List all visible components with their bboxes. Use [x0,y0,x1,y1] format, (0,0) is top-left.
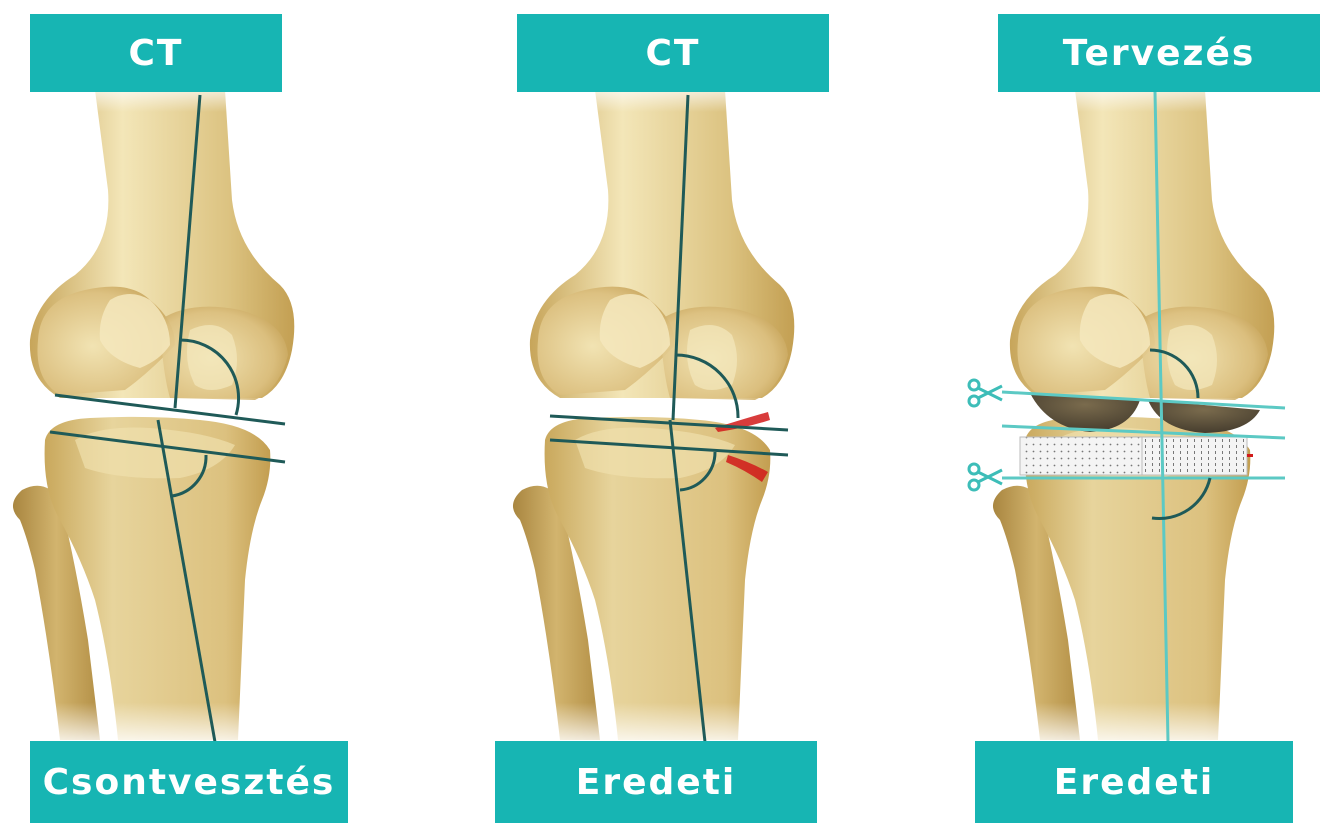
implant-spacer [1142,437,1247,475]
scissors-icon [969,380,1002,406]
bottom-label: Csontvesztés [30,741,348,823]
knee-diagram [960,0,1329,823]
scissors-icon [969,464,1002,490]
top-label: CT [517,14,829,92]
panel-original: CT Eredeti [500,0,820,823]
panel-planning: Tervezés Eredeti [960,0,1329,823]
knee-diagram [500,0,820,823]
knee-diagram [0,0,320,823]
panel-bone-loss: CT Csontvesztés [0,0,320,823]
top-label: Tervezés [998,14,1320,92]
bone-loss-marker [1247,454,1253,457]
bottom-label: Eredeti [975,741,1293,823]
bottom-label: Eredeti [495,741,817,823]
top-label: CT [30,14,282,92]
implant-spacer [1020,437,1142,475]
